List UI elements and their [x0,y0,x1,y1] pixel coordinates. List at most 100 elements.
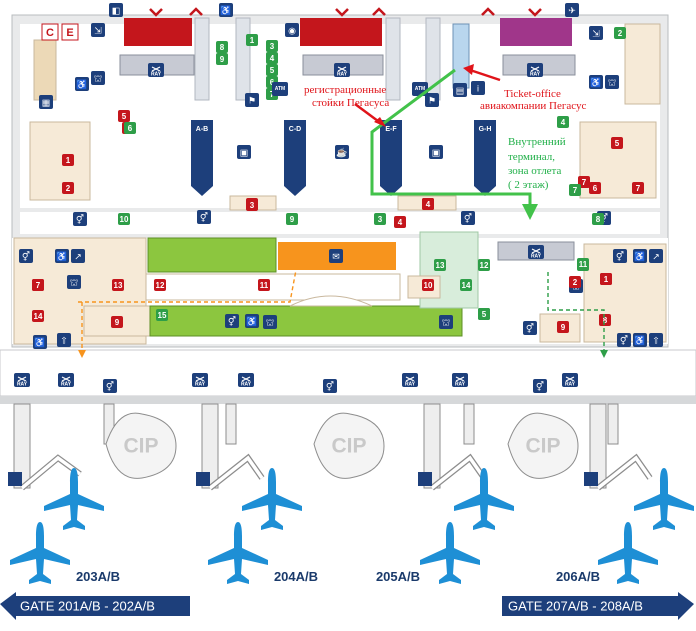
numbered-markers: 1234567891011121314124567347189123456789… [32,27,644,333]
restroom-icon: ⚥ [613,249,627,263]
exit-icon: ⇲ [91,23,105,37]
marker-5: 5 [266,64,278,76]
accessibility-icon: ♿ [245,314,259,328]
stairs-icon-glyph: ⛫ [442,318,450,328]
marker-9: 9 [216,53,228,65]
accessibility-icon-glyph: ♿ [634,335,645,346]
restroom-icon: ⚥ [461,211,475,225]
checkin-annotation-line2: стойки Пегасуса [312,97,389,109]
baggage-icon: ◧ [109,3,123,17]
checkin-counter-e-f [380,120,402,196]
marker-1: 1 [62,154,74,166]
counter-label-c-d: C-D [289,126,301,133]
airplane-icon [208,522,268,584]
domestic-annotation-line1: Внутренний [508,136,566,148]
marker-10: 10 [422,279,434,291]
red-block-left [124,18,192,46]
counter-label-e-f: E-F [385,126,397,133]
accessibility-icon: ♿ [589,75,603,89]
right-kiosk [624,23,661,105]
checkin-annotation-line1: регистрационные [304,84,386,96]
ray-icon: RAY [334,63,350,78]
restroom-icon: ⚥ [197,210,211,224]
escalator-icon: ↗ [71,249,85,263]
restroom-icon-glyph: ⚥ [616,251,624,262]
restroom-icon-glyph: ⚥ [526,323,534,334]
ray-icon: RAY [148,63,164,78]
info-icon-glyph: i [477,84,479,94]
ray-label: RAY [405,382,416,388]
marker-number: 11 [579,260,588,269]
marker-8: 8 [216,41,228,53]
locker-icon: ▣ [237,145,251,159]
restroom-icon: ⚥ [19,249,33,263]
marker-number: 3 [250,201,255,210]
elevator-icon-glyph: ▤ [456,86,465,96]
restroom-icon-glyph: ⚥ [22,251,30,262]
marker-number: 8 [596,215,601,224]
checkin-counter-c-d [284,120,306,196]
restroom-icon: ⚥ [523,321,537,335]
accessibility-icon-glyph: ♿ [76,79,87,90]
restroom-icon-glyph: ⚥ [200,212,208,223]
cip-label-3: CIP [525,435,560,458]
airplane-icon [634,468,694,530]
gate-right-arrow: GATE 207A/B - 208A/B [502,592,694,620]
ray-label: RAY [565,382,576,388]
ticket-office-booth [452,23,470,89]
ray-label: RAY [61,382,72,388]
red-arrow-head-2 [463,64,474,75]
marker-number: 14 [34,312,43,321]
ticket-annotation-line2: авиакомпании Пегасус [480,100,587,112]
marker-14: 14 [32,310,44,322]
marker-number: 12 [156,281,165,290]
marker-6: 6 [124,122,136,134]
baggage-icon: ⚑ [245,93,259,107]
accessibility-icon: ♿ [633,249,647,263]
marker-1: 1 [600,273,612,285]
atm-left: ATM [272,82,288,96]
ray-label: RAY [455,382,466,388]
mail-icon: ✉ [329,249,343,263]
escalator-icon-glyph: ⇧ [652,336,660,346]
gate-label-205: 205A/B [376,569,420,584]
marker-4: 4 [557,116,569,128]
marker-number: 9 [561,323,566,332]
marker-number: 10 [424,281,433,290]
escalator-icon-glyph: ⇧ [60,336,68,346]
marker-number: 11 [260,281,269,290]
marker-number: 2 [66,184,71,193]
exit-icon-glyph: ⇲ [592,29,600,39]
ray-icon: RAY [192,373,208,388]
marker-number: 8 [220,43,225,52]
marker-number: 5 [482,310,487,319]
marker-number: 4 [561,118,566,127]
ray-icon: RAY [238,373,254,388]
ray-label: RAY [530,72,541,78]
marker-number: 6 [270,78,275,87]
stairs-icon-glyph: ⛫ [70,278,78,288]
ray-icon: RAY [452,373,468,388]
marker-number: 6 [593,184,598,193]
cip-label-2: CIP [331,435,366,458]
gate-right-label: GATE 207A/B - 208A/B [508,599,643,614]
accessibility-icon-glyph: ♿ [56,251,67,262]
marker-7: 7 [569,184,581,196]
pillar-2 [235,17,251,101]
airplane-icon [420,522,480,584]
airplane-icon [454,468,514,530]
restroom-icon: ⚥ [73,212,87,226]
restroom-icon: ⚥ [323,379,337,393]
gate-label-204: 204A/B [274,569,318,584]
escalator-icon-glyph: ↗ [74,252,82,262]
marker-number: 5 [270,66,275,75]
marker-8: 8 [599,314,611,326]
escalator-icon: ↗ [649,249,663,263]
elevator-icon: ▤ [453,83,467,97]
departures-icon: ✈ [565,3,579,17]
pillar-3 [385,17,401,101]
marker-number: 5 [615,139,620,148]
marker-9: 9 [286,213,298,225]
accessibility-icon-glyph: ♿ [246,316,257,327]
